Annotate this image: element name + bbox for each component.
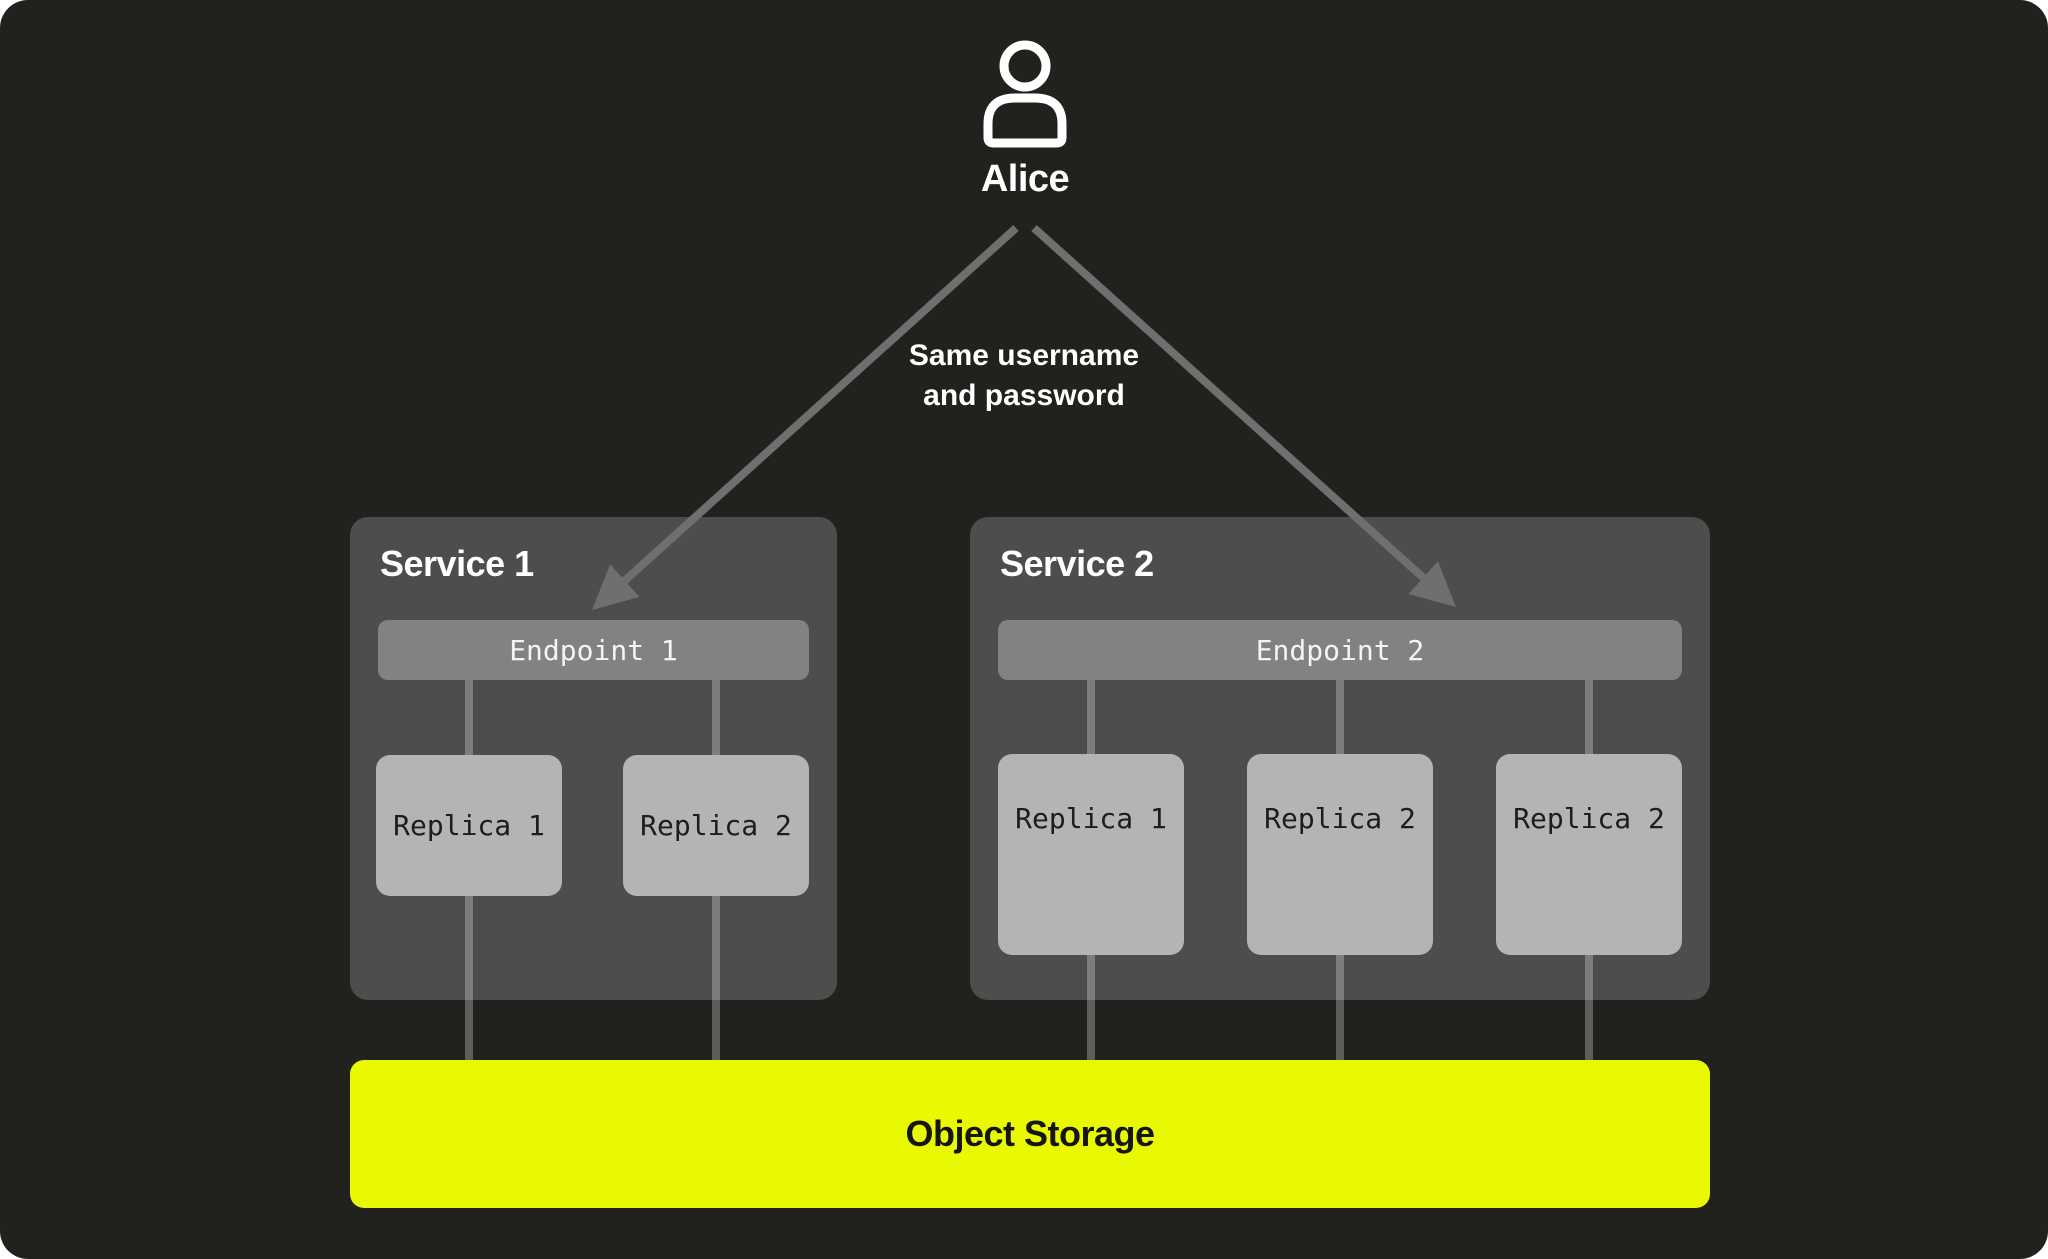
replica-label: Replica 2	[1264, 802, 1416, 835]
service-1-replica-2: Replica 2	[623, 755, 809, 896]
service-2-title: Service 2	[1000, 543, 1154, 584]
service-1-title: Service 1	[380, 543, 534, 584]
replica-label: Replica 2	[640, 809, 792, 842]
user-name-label: Alice	[980, 158, 1070, 200]
replica-label: Replica 2	[1513, 802, 1665, 835]
service-1-replica-1: Replica 1	[376, 755, 562, 896]
endpoint-2-bar: Endpoint 2	[998, 620, 1682, 680]
endpoint-1-bar: Endpoint 1	[378, 620, 809, 680]
service-2-replica-2: Replica 2	[1247, 754, 1433, 955]
service-2-replica-1: Replica 1	[998, 754, 1184, 955]
object-storage-label: Object Storage	[905, 1113, 1155, 1154]
service-2-replica-3: Replica 2	[1496, 754, 1682, 955]
replica-label: Replica 1	[1015, 802, 1167, 835]
annotation-line-2: and password	[923, 379, 1125, 412]
endpoint-1-label: Endpoint 1	[509, 633, 678, 667]
credentials-annotation: Same username and password	[824, 336, 1224, 416]
object-storage-bar: Object Storage	[350, 1060, 1710, 1208]
endpoint-2-label: Endpoint 2	[1255, 633, 1425, 667]
replica-label: Replica 1	[393, 809, 545, 842]
person-icon	[977, 40, 1073, 152]
annotation-line-1: Same username	[908, 339, 1140, 372]
